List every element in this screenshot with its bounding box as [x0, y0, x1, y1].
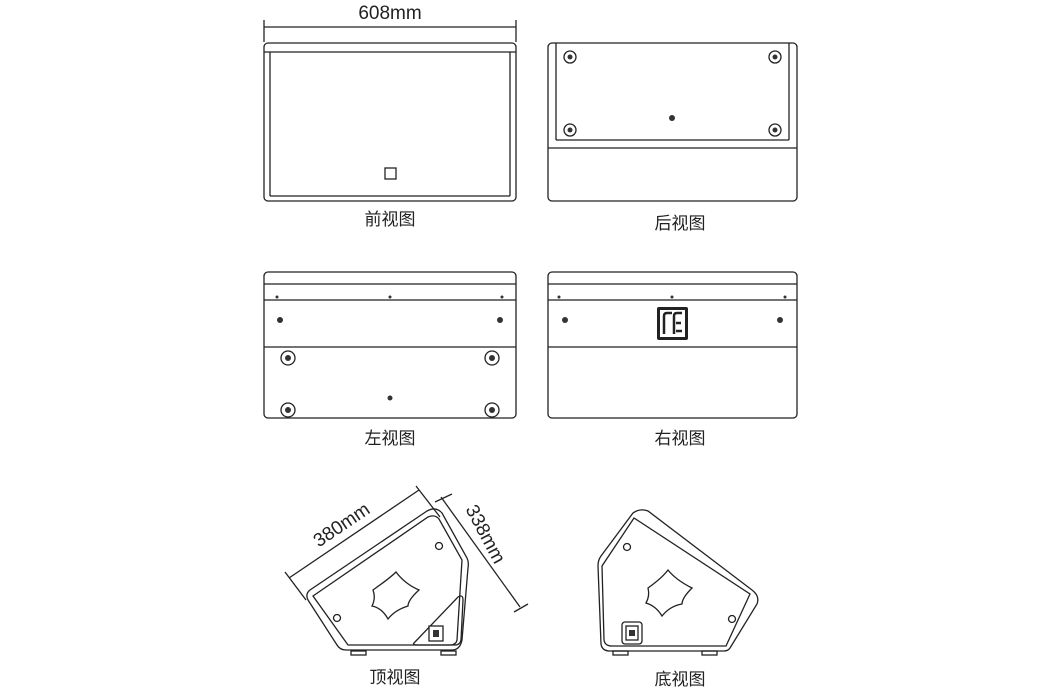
top-view: 380mm 338mm 顶视图: [284, 485, 529, 688]
back-view: 后视图: [547, 42, 798, 234]
top-view-label: 顶视图: [370, 668, 421, 688]
depth-dimension: 380mm: [310, 499, 374, 552]
back-view-label: 后视图: [655, 214, 706, 234]
right-view-label: 右视图: [655, 429, 706, 449]
right-view: 右视图: [547, 271, 798, 449]
brand-logo-icon: [657, 307, 688, 340]
front-view: 608mm 前视图: [263, 3, 517, 230]
left-view: 左视图: [263, 271, 517, 449]
front-view-label: 前视图: [365, 210, 416, 230]
width-dimension: 608mm: [358, 3, 421, 24]
left-view-label: 左视图: [365, 429, 416, 449]
bottom-view: 底视图: [597, 509, 759, 690]
bottom-view-label: 底视图: [655, 670, 706, 690]
